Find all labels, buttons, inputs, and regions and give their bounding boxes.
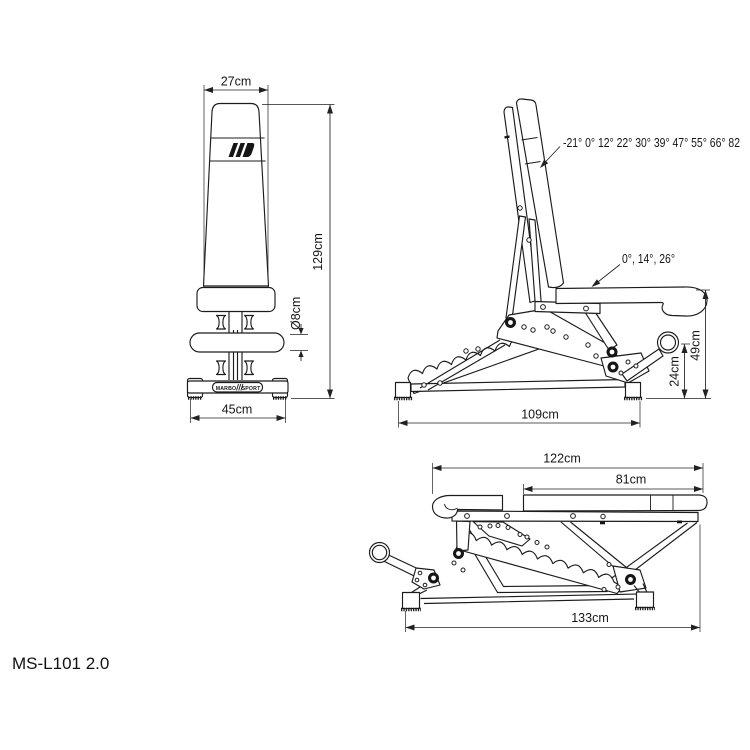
flat-ratchet-bar bbox=[455, 532, 624, 595]
front-base: MARBO SPORT bbox=[186, 377, 289, 400]
marbo-badge bbox=[211, 381, 264, 393]
leader-arrow-seat bbox=[591, 279, 601, 287]
front-backrest-pad bbox=[202, 102, 270, 287]
front-leg-roller-bar bbox=[189, 332, 285, 353]
flat-transport-wheel-rim bbox=[371, 544, 388, 561]
dim-label-base-width: 45cm bbox=[222, 403, 253, 417]
side-pivot-bolts bbox=[505, 317, 619, 373]
side-feet bbox=[394, 381, 643, 401]
dim-label-height: 129cm bbox=[311, 233, 325, 271]
side-transport-wheel-rim bbox=[659, 334, 677, 351]
seat-angles-label: 0°, 14°, 26° bbox=[622, 252, 675, 266]
dim-label-pad-total-length: 122cm bbox=[543, 452, 581, 466]
flat-seat-pad-roll bbox=[444, 503, 458, 511]
ext-lines-109cm bbox=[398, 401, 641, 428]
side-frame-holes bbox=[421, 205, 639, 388]
flat-left-link bbox=[455, 520, 471, 552]
flat-frame-holes bbox=[414, 513, 621, 592]
side-backrest-support-bar bbox=[503, 106, 539, 304]
front-adjustment-spools bbox=[215, 314, 255, 376]
marbo-badge-left-label: MARBO bbox=[216, 386, 237, 392]
backrest-angle-annotation: -21° 0° 12° 22° 30° 39° 47° 55° 66° 82 bbox=[540, 136, 740, 168]
model-name-label: MS-L101 2.0 bbox=[12, 654, 110, 673]
front-seat-pad bbox=[196, 286, 276, 313]
flat-bottom-chord bbox=[420, 593, 638, 605]
ext-lines-129cm bbox=[262, 104, 335, 399]
dim-label-base-length: 109cm bbox=[521, 408, 559, 422]
dim-label-backrest-pad-length: 81cm bbox=[616, 473, 647, 487]
side-wheel-arm bbox=[621, 348, 664, 382]
marbo-slashes-icon bbox=[236, 383, 244, 391]
side-backrest-pin bbox=[504, 135, 510, 139]
dim-label-overall-length: 133cm bbox=[571, 611, 609, 625]
ext-lines-27cm bbox=[203, 85, 269, 287]
front-backrest-seams bbox=[209, 137, 266, 162]
side-backrest-pad bbox=[515, 98, 565, 289]
dim-label-seat-height: 49cm bbox=[689, 330, 703, 361]
brand-emblem-icon bbox=[228, 143, 255, 157]
flat-frame-outer bbox=[456, 522, 698, 594]
flat-pivot-bolts bbox=[428, 548, 636, 585]
leader-arrow-backrest bbox=[540, 159, 549, 168]
side-strut-front bbox=[505, 215, 527, 320]
side-view-flat: 122cm 81cm 133cm bbox=[368, 452, 708, 632]
flat-hole-plate bbox=[472, 520, 531, 547]
dim-label-top-width: 27cm bbox=[221, 75, 252, 89]
seat-angle-annotation: 0°, 14°, 26° bbox=[591, 252, 675, 287]
front-view: MARBO SPORT 27cm 129cm Ø8cm 45cm bbox=[186, 75, 335, 423]
side-view-inclined: -21° 0° 12° 22° 30° 39° 47° 55° 66° 82 0… bbox=[394, 98, 740, 428]
ext-lines-133cm bbox=[405, 524, 701, 632]
dim-label-roller-diameter: Ø8cm bbox=[289, 297, 303, 330]
flat-rail-stop bbox=[600, 521, 605, 525]
dim-roller-diameter: Ø8cm bbox=[289, 297, 308, 361]
side-backrest-seams bbox=[521, 137, 541, 165]
flat-backrest-seams bbox=[650, 495, 674, 511]
flat-feet bbox=[401, 591, 655, 612]
dim-label-wheel-height: 24cm bbox=[668, 356, 682, 387]
marbo-badge-right-label: SPORT bbox=[242, 386, 262, 392]
flat-backrest-pad bbox=[522, 494, 708, 512]
side-rear-bracket bbox=[600, 352, 650, 384]
backrest-angles-label: -21° 0° 12° 22° 30° 39° 47° 55° 66° 82 bbox=[563, 136, 740, 150]
flat-seat-pad bbox=[431, 494, 504, 519]
flat-rail-stop-2 bbox=[677, 520, 682, 524]
